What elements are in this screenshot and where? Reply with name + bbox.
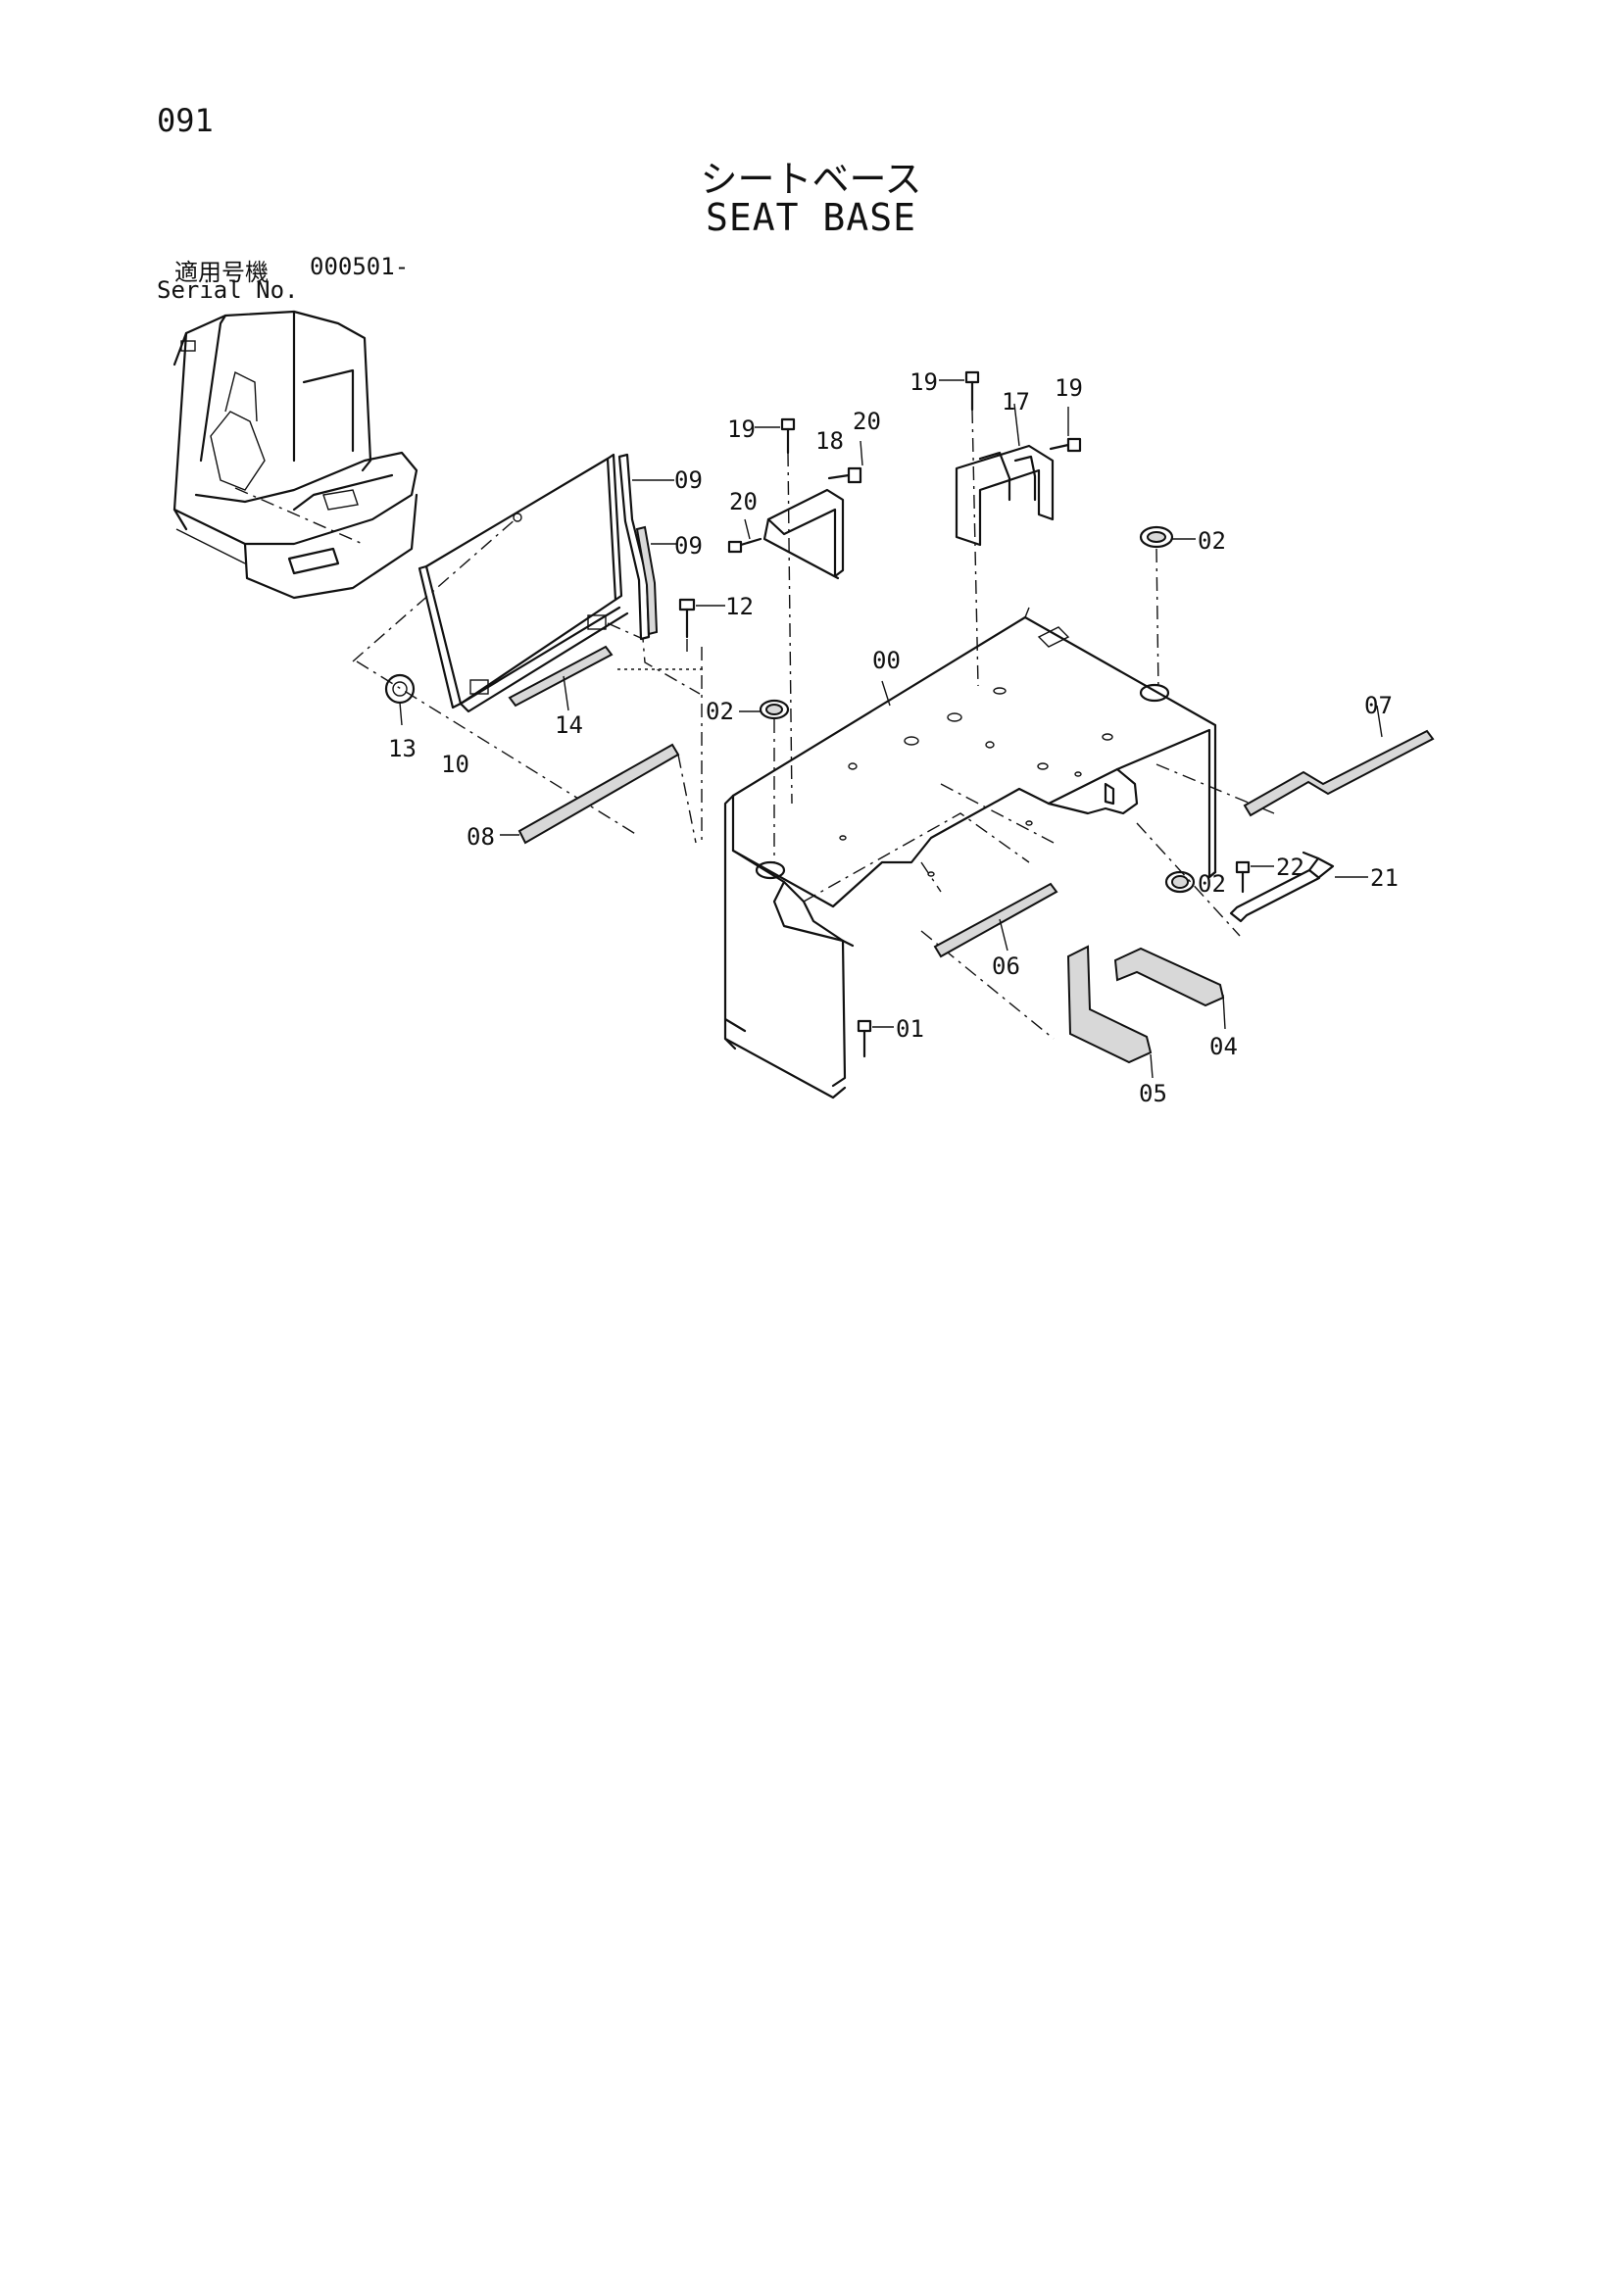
callout-21: 21 <box>1370 864 1399 892</box>
excavator-thumbnail <box>172 310 418 600</box>
callout-02-center: 02 <box>706 698 734 725</box>
title-japanese: シートベース <box>700 158 922 201</box>
callout-20-lower: 20 <box>729 488 758 515</box>
callout-22: 22 <box>1276 854 1304 881</box>
pad-part-07 <box>1243 705 1435 817</box>
handle-part-21 <box>1164 851 1368 923</box>
seal-strip-part-14 <box>508 645 614 711</box>
serial-number-value: 000501- <box>310 253 410 280</box>
callout-10: 10 <box>441 751 469 778</box>
serial-label-japanese: 適用号機 <box>174 259 269 286</box>
callout-19-left: 19 <box>727 415 756 443</box>
callout-13: 13 <box>388 735 417 762</box>
callout-07: 07 <box>1364 692 1393 719</box>
seal-strips-part-09 <box>617 453 676 641</box>
bolt-part-12 <box>678 598 725 652</box>
callout-08: 08 <box>467 823 495 851</box>
callout-19-middle: 19 <box>909 368 938 396</box>
pad-part-06 <box>933 882 1058 958</box>
callout-12: 12 <box>725 593 754 620</box>
pad-blocks-part-04-05 <box>1066 945 1226 1079</box>
callout-01: 01 <box>896 1015 924 1043</box>
callout-09-upper: 09 <box>674 466 703 494</box>
callout-00: 00 <box>872 647 901 674</box>
pad-part-08 <box>500 743 697 845</box>
callout-18: 18 <box>815 427 844 455</box>
callout-06: 06 <box>992 953 1020 980</box>
callout-02-right: 02 <box>1198 870 1226 898</box>
bracket-part-17 <box>939 370 1082 687</box>
bolt-part-01 <box>857 1019 894 1058</box>
callout-09-lower: 09 <box>674 532 703 560</box>
callout-19-right: 19 <box>1055 374 1083 402</box>
rear-panel-part-10 <box>352 453 629 713</box>
callout-05: 05 <box>1139 1080 1167 1107</box>
grommet-part-02-center <box>739 699 790 862</box>
grommet-part-02-top <box>1139 525 1196 692</box>
seat-base-frame-part-00 <box>723 607 1217 1099</box>
callout-14: 14 <box>555 711 583 739</box>
serial-label-english: Serial No. <box>157 276 299 304</box>
callout-17: 17 <box>1002 388 1030 415</box>
callout-20-upper: 20 <box>853 408 881 435</box>
bracket-part-18 <box>727 417 863 805</box>
grommet-part-13 <box>356 660 638 836</box>
callout-04: 04 <box>1209 1033 1238 1060</box>
title-english: SEAT BASE <box>706 196 916 239</box>
callout-02-top: 02 <box>1198 527 1226 555</box>
page-number: 091 <box>157 102 214 139</box>
